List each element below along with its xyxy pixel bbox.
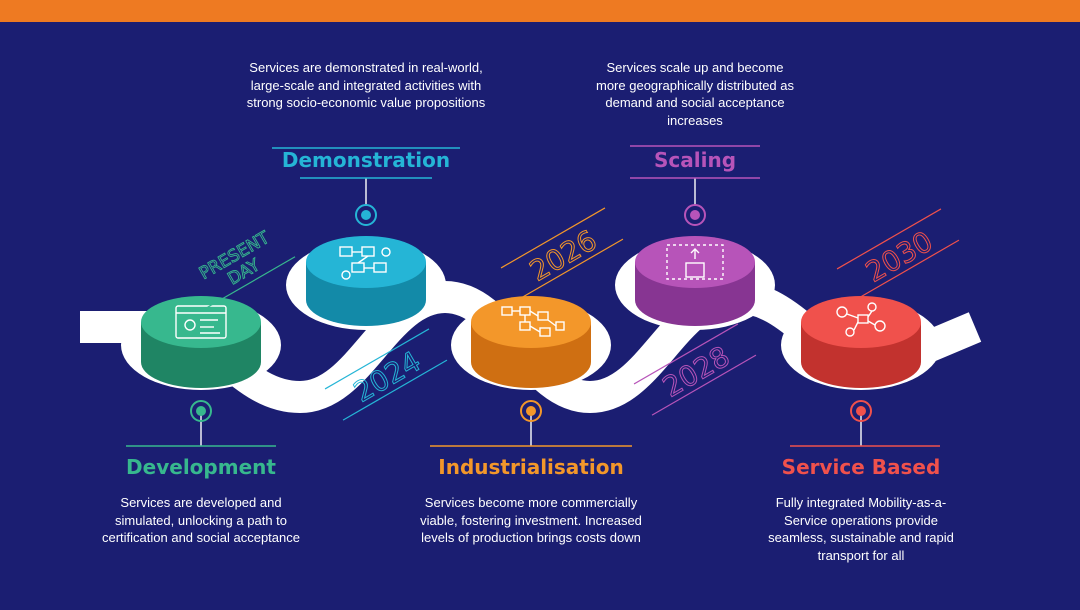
top-banner-bar [0, 0, 1080, 22]
scaling-title: Scaling [653, 148, 737, 172]
node-dot-industrialisation [520, 400, 542, 422]
development-puck [121, 296, 281, 390]
node-dot-service-based [850, 400, 872, 422]
production-flow-icon [501, 306, 565, 337]
scaling-description: Services scale up and become more geogra… [596, 60, 794, 128]
node-dot-development [190, 400, 212, 422]
development-title: Development [126, 455, 276, 479]
year-2030-marker: 2030 [836, 208, 960, 301]
development-description: Services are developed and simulated, un… [101, 495, 300, 545]
node-dot-demonstration [355, 204, 377, 226]
roadmap-diagram: PRESENT DAY 2024 2026 2028 2030 [80, 145, 982, 447]
demonstration-description: Services are demonstrated in real-world,… [246, 60, 486, 110]
industrialisation-puck [451, 296, 611, 390]
service-based-title: Service Based [781, 455, 941, 479]
demonstration-title: Demonstration [281, 148, 451, 172]
present-day-marker: PRESENT DAY [196, 227, 296, 310]
scale-up-icon [666, 244, 724, 280]
year-2026-label: 2026 [524, 224, 602, 288]
service-based-puck [781, 296, 941, 390]
node-dot-scaling [684, 204, 706, 226]
simulation-screen-icon [175, 305, 227, 339]
network-nodes-icon [339, 246, 391, 280]
year-2026-marker: 2026 [500, 207, 624, 300]
integrated-network-icon [836, 302, 886, 337]
year-2030-label: 2030 [860, 225, 938, 289]
service-based-description: Fully integrated Mobility-as-a-Service o… [768, 495, 954, 563]
scaling-puck [615, 236, 775, 330]
industrialisation-title: Industrialisation [438, 455, 624, 479]
demonstration-puck [286, 236, 446, 330]
connector-lines [200, 178, 862, 446]
industrialisation-description: Services become more commercially viable… [420, 495, 642, 545]
